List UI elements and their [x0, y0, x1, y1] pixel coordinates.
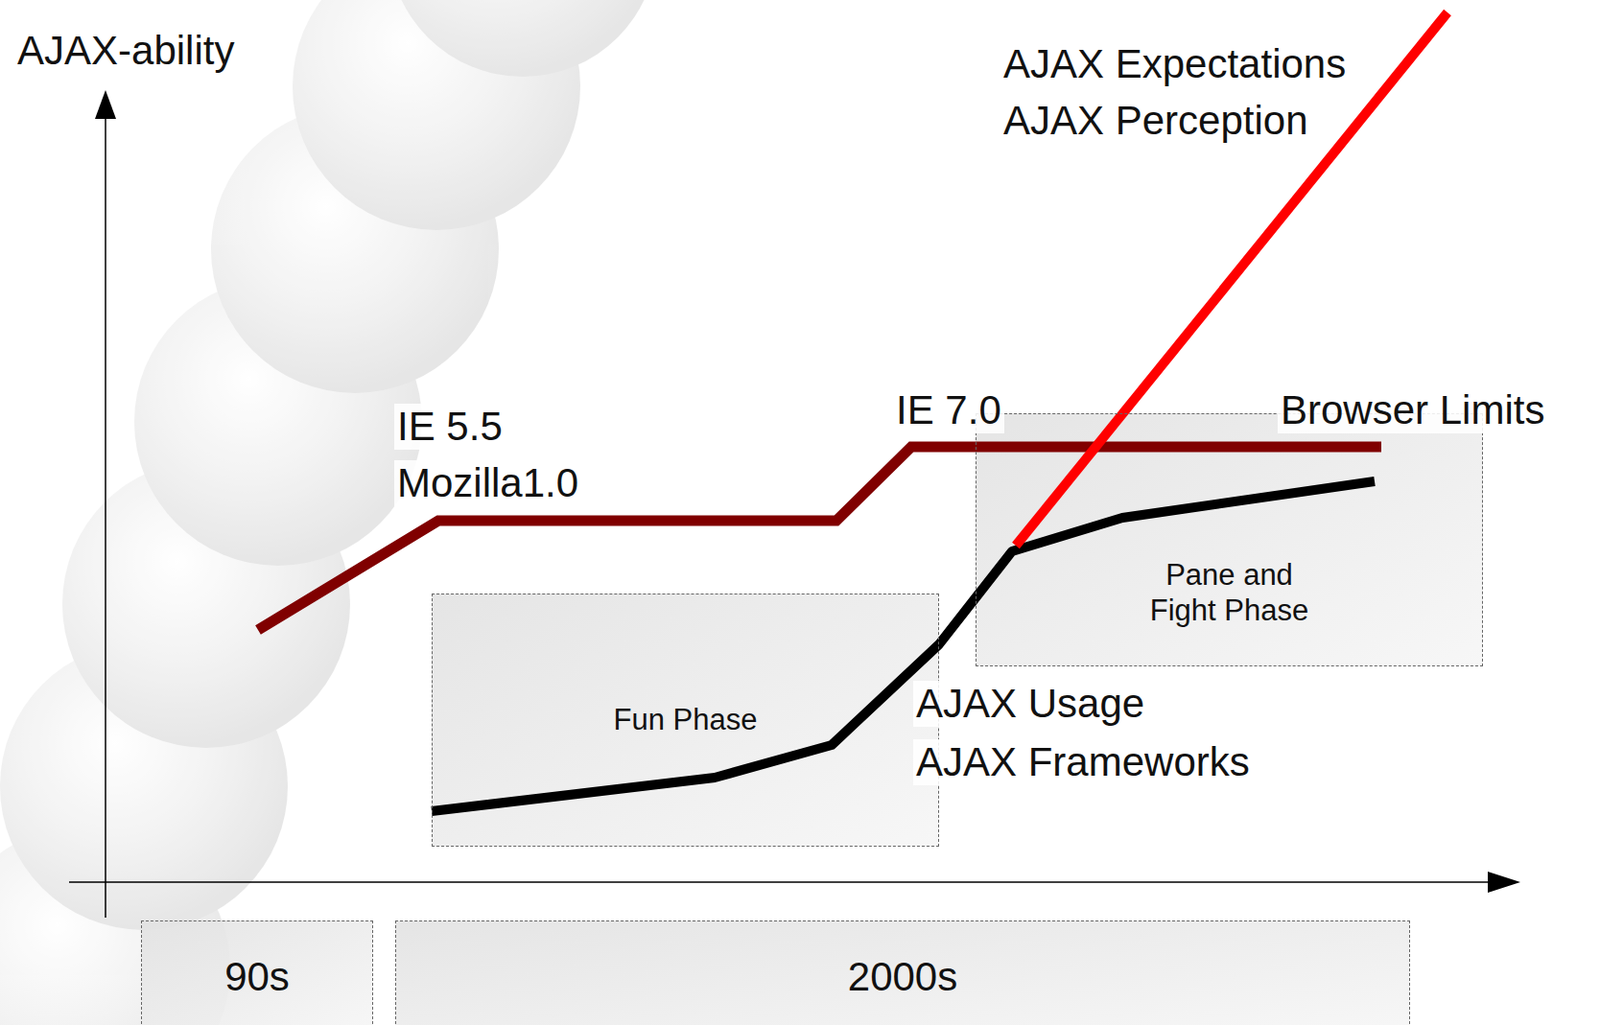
- browser-limits-line: [258, 447, 1382, 631]
- box-text-group: 2000s: [847, 953, 958, 1002]
- x-axis: [69, 881, 1502, 884]
- box-label: Pane and Fight Phase: [1133, 558, 1326, 629]
- chart-label: AJAX-ability: [14, 27, 237, 74]
- box-text-group: Fun Phase: [613, 703, 758, 739]
- box-fill: [395, 920, 1411, 1025]
- box-label: 2000s: [847, 953, 958, 1002]
- ajax-expectations-line: [1015, 12, 1448, 546]
- axes: [69, 105, 1502, 918]
- phase-box: Pane and Fight Phase: [975, 413, 1483, 667]
- x-axis-arrowhead: [1487, 871, 1521, 894]
- chart-label: AJAX Expectations: [1000, 41, 1349, 88]
- y-axis: [104, 105, 107, 918]
- period-box: 90s: [141, 920, 374, 1025]
- y-axis-arrowhead: [94, 90, 117, 119]
- chart-label: AJAX Frameworks: [913, 739, 1253, 786]
- chart-label: IE 5.5: [394, 403, 506, 450]
- box-fills: [141, 413, 1483, 1025]
- chart-label: AJAX Perception: [1000, 97, 1312, 144]
- bead-chain: [0, 0, 658, 1025]
- phase-box: Fun Phase: [431, 593, 940, 848]
- chart-label: Browser Limits: [1277, 387, 1548, 434]
- chart-label: Mozilla1.0: [394, 460, 582, 507]
- box-text-group: Pane and Fight Phase: [1133, 558, 1326, 629]
- box-fill: [141, 920, 374, 1025]
- chart-label: IE 7.0: [893, 387, 1005, 434]
- box-text-group: 90s: [224, 953, 290, 1002]
- box-label: Fun Phase: [613, 703, 758, 739]
- chart-label: AJAX Usage: [913, 681, 1148, 728]
- box-label: 90s: [224, 953, 290, 1002]
- period-box: 2000s: [395, 920, 1411, 1025]
- ajax-usage-line: [431, 481, 1375, 812]
